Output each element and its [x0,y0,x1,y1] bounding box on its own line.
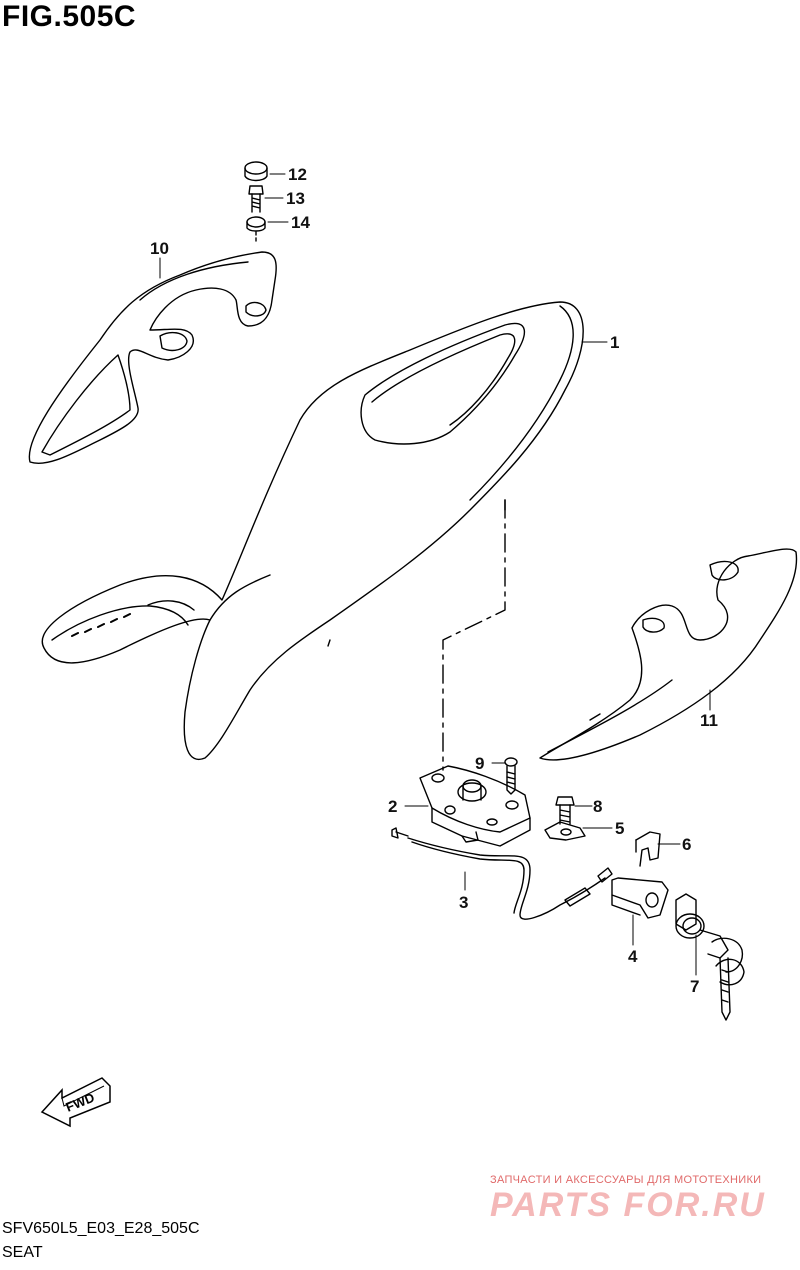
part-cable [391,827,613,920]
part-bolt-13 [248,185,264,213]
callout-12: 12 [288,165,307,184]
callout-7: 7 [690,977,699,996]
part-bolt-8 [555,796,575,825]
leader-lines [159,173,711,976]
callout-11: 11 [700,711,718,730]
part-screw-9 [504,757,518,795]
callout-13: 13 [286,189,305,208]
callout-1: 1 [610,333,619,352]
callout-2: 2 [388,797,397,816]
part-key-cylinder [675,893,745,1021]
part-seat-lock [419,765,531,847]
part-lock-bracket [611,877,669,919]
part-clip-6 [635,831,661,867]
part-washer-14 [246,216,266,245]
part-clip-5 [544,821,586,841]
watermark-tagline: ЗАПЧАСТИ И АКСЕССУАРЫ ДЛЯ МОТОТЕХНИКИ [490,1174,762,1186]
figure-code: SFV650L5_E03_E28_505C [2,1220,200,1237]
callout-9: 9 [475,754,484,773]
watermark-brand: PARTS FOR.RU [490,1186,766,1224]
callout-8: 8 [593,797,602,816]
callout-6: 6 [682,835,691,854]
callout-14: 14 [291,213,310,232]
part-grab-rail-left [28,251,277,464]
callout-3: 3 [459,893,468,912]
callout-4: 4 [628,947,638,966]
fwd-direction-badge: FWD [40,1077,111,1128]
part-grab-rail-right [539,548,798,761]
callout-10: 10 [150,239,169,258]
part-seat [41,301,584,761]
callout-5: 5 [615,819,624,838]
part-cap [244,161,268,182]
figure-title: FIG.505C [2,0,137,33]
figure-name: SEAT [2,1244,43,1261]
